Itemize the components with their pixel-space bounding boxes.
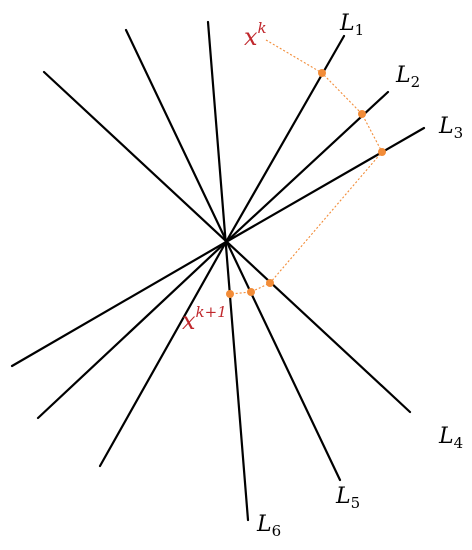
label-xk: xk (244, 19, 267, 51)
line-lower-left-1 (10, 240, 228, 368)
line-l6 (206, 20, 250, 522)
lines-group (10, 20, 426, 522)
label-l4: L4 (438, 424, 463, 452)
projection-point-l3 (378, 148, 386, 156)
projection-point-l4 (266, 279, 274, 287)
line-lower-left-3 (98, 240, 228, 468)
line-lower-left-2 (36, 240, 228, 420)
projection-point-l2 (358, 110, 366, 118)
projection-points (226, 69, 386, 298)
line-l3 (224, 126, 426, 244)
projection-point-l5 (247, 288, 255, 296)
label-l1: L1 (339, 11, 364, 39)
label-xk1: xk+1 (182, 303, 227, 335)
projection-point-l1 (318, 69, 326, 77)
label-l3: L3 (438, 114, 463, 142)
line-l5 (124, 28, 342, 482)
label-l2: L2 (395, 63, 420, 91)
label-l5: L5 (335, 484, 360, 512)
line-l1 (224, 34, 346, 244)
label-l6: L6 (256, 512, 281, 540)
projection-point-l6 (226, 290, 234, 298)
